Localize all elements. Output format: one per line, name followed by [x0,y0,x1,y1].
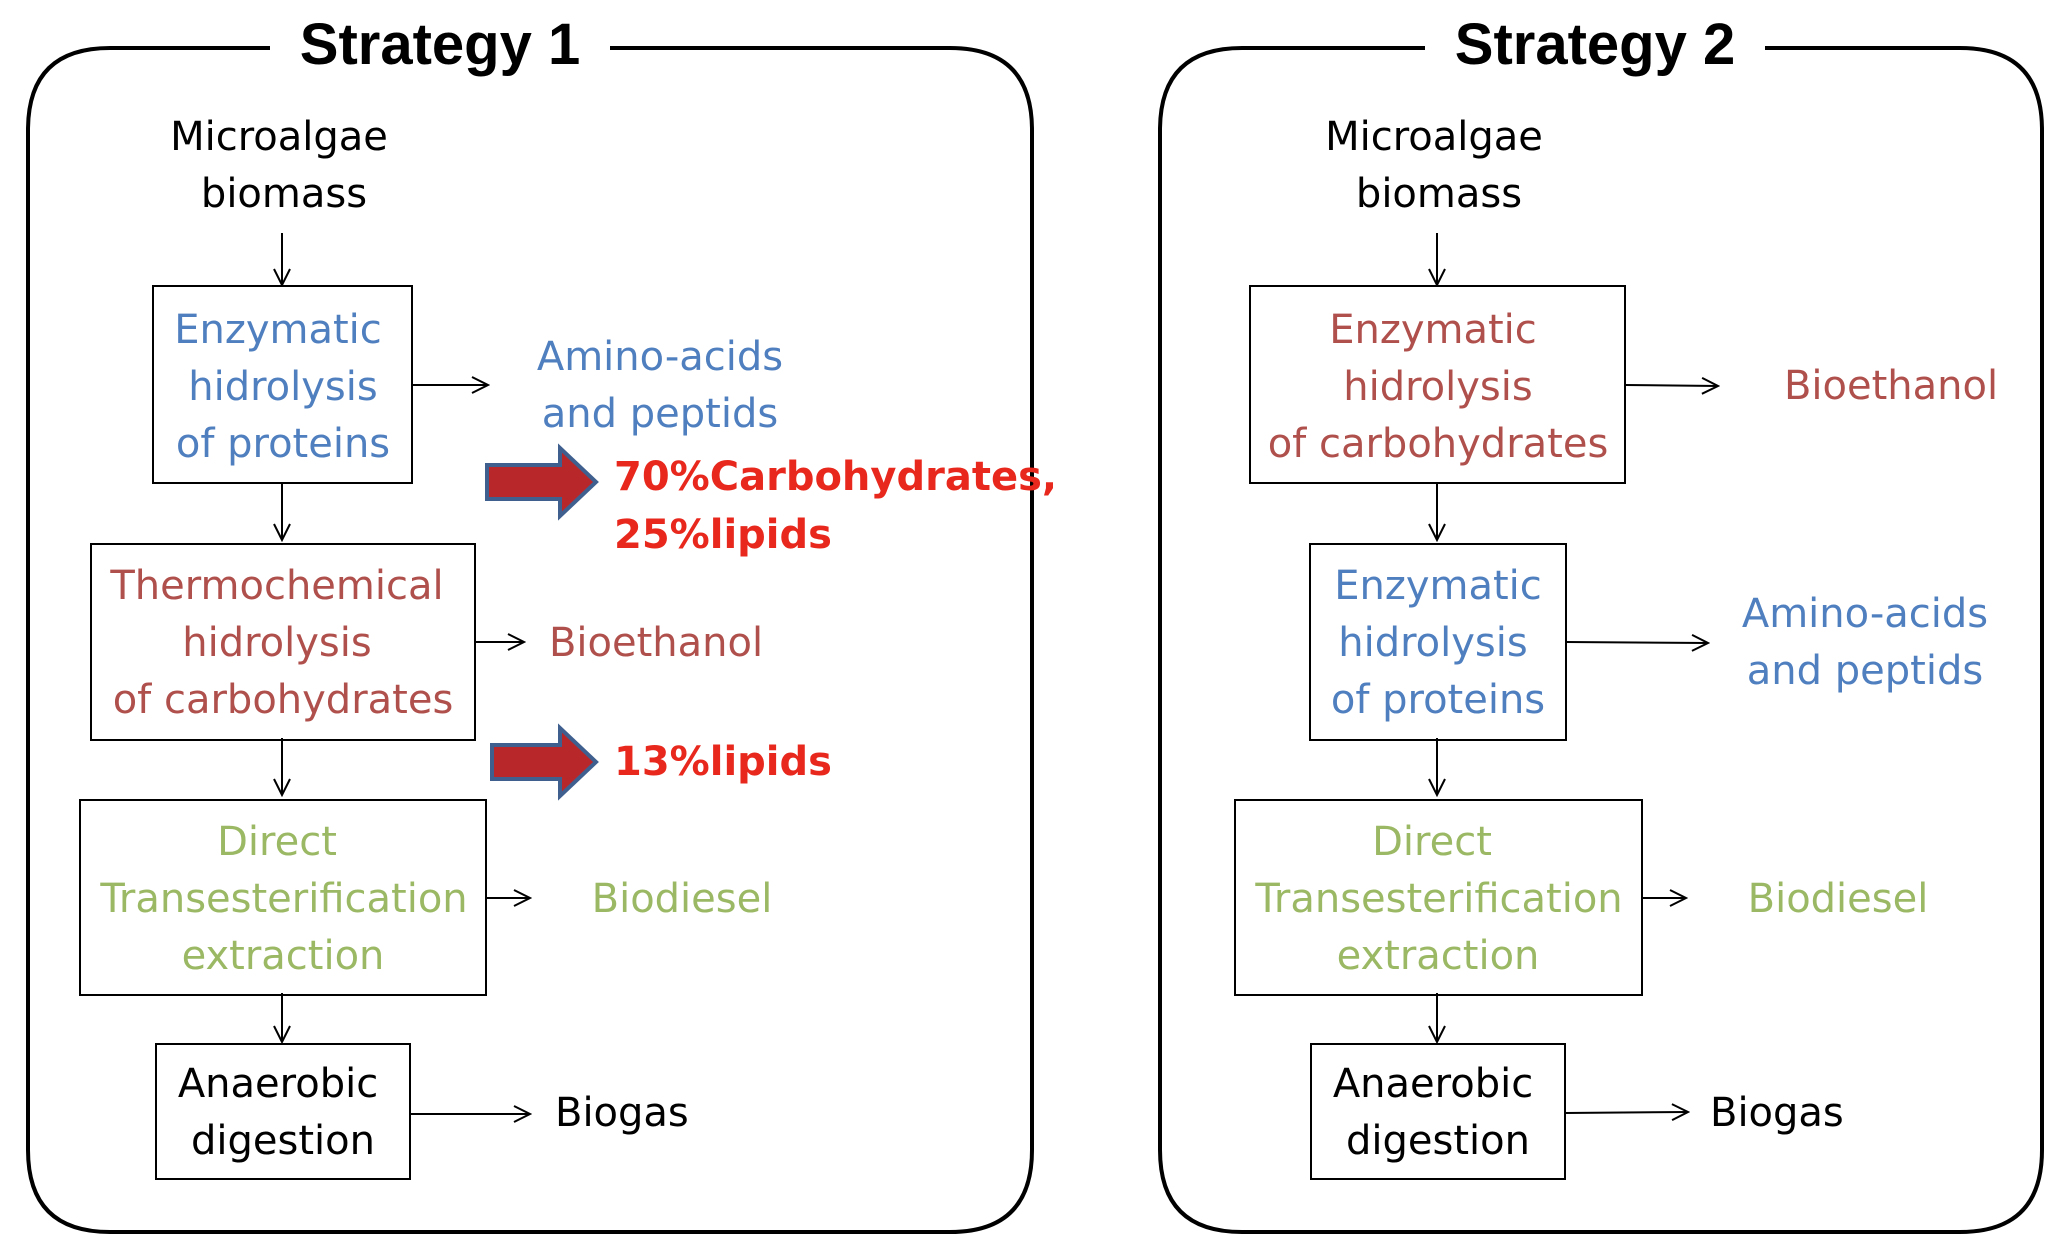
strategy2-frame [1158,46,2044,1234]
strategy1-title: Strategy 1 [300,12,580,77]
s2-step3-line2: Transesterification [1254,876,1622,922]
s2-arrow-right-4 [1564,1112,1688,1113]
s1-note1-line2: 25%lipids [614,512,832,558]
strategy2-input-line2: biomass [1356,171,1522,217]
s2-output2-line1: Amino-acids [1742,591,1988,637]
s2-step1-line1: Enzymatic [1329,307,1537,353]
s2-step1-box [1249,285,1626,484]
s1-note2-line1: 13%lipids [614,739,832,785]
s2-arrow-right-1 [1624,385,1718,386]
s2-step4-line2: digestion [1346,1118,1530,1164]
strategy1-input-line1: Microalgae [170,114,388,160]
s1-note1-line1: 70%Carbohydrates, [614,454,1057,500]
s1-step3-line3: extraction [182,933,385,979]
s1-output4: Biogas [555,1090,689,1136]
s1-step1-line1: Enzymatic [174,307,382,353]
s2-step2-line3: of proteins [1331,677,1545,723]
s2-output3: Biodiesel [1748,876,1929,922]
s1-highlight-arrow-2 [490,723,599,801]
s1-step2-line1: Thermochemical [109,563,443,609]
s2-step4-box [1310,1043,1566,1180]
s1-step2-line2: hidrolysis [182,620,371,666]
s1-step1-line3: of proteins [176,421,390,467]
s1-step4-line2: digestion [191,1118,375,1164]
s2-step2-line2: hidrolysis [1338,620,1527,666]
s1-step3-line1: Direct [217,819,337,865]
strategy1-input-line2: biomass [201,171,367,217]
s2-arrow-right-2 [1565,642,1708,643]
s1-step3-line2: Transesterification [99,876,467,922]
s1-step2-line3: of carbohydrates [113,677,454,723]
s2-step1-line3: of carbohydrates [1268,421,1609,467]
s2-step2-line1: Enzymatic [1334,563,1542,609]
s2-output4: Biogas [1710,1090,1844,1136]
s1-output2: Bioethanol [549,620,763,666]
strategy2-title: Strategy 2 [1455,12,1735,77]
s2-step4-line1: Anaerobic [1333,1061,1533,1107]
strategy1-frame [26,46,1034,1234]
s1-step4-line1: Anaerobic [178,1061,378,1107]
s1-highlight-arrow-1 [485,443,599,521]
strategy2-input-line1: Microalgae [1325,114,1543,160]
s2-step3-line3: extraction [1337,933,1540,979]
s2-step3-line1: Direct [1372,819,1492,865]
s2-output2-line2: and peptids [1747,648,1983,694]
s2-output1: Bioethanol [1784,363,1998,409]
s1-step1-line2: hidrolysis [188,364,377,410]
s1-step4-box [155,1043,411,1180]
s1-output3: Biodiesel [592,876,773,922]
s2-step1-line2: hidrolysis [1343,364,1532,410]
s1-output1-line2: and peptids [542,391,778,437]
s1-output1-line1: Amino-acids [537,334,783,380]
